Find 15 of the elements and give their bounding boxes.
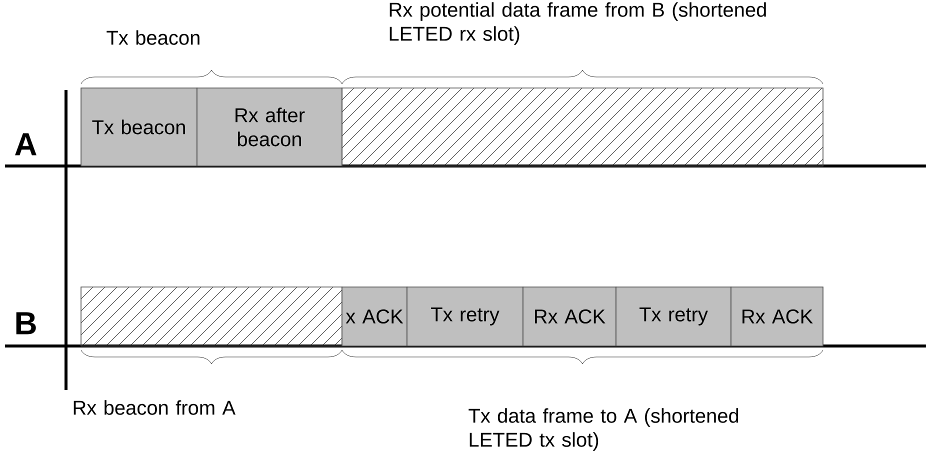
row-label: B bbox=[16, 312, 36, 334]
slot-box: Tx retry bbox=[406, 286, 524, 346]
brace-label: Tx beacon bbox=[106, 30, 200, 45]
slot-box: Rx ACK bbox=[730, 286, 824, 346]
slot-box: x ACK bbox=[342, 286, 408, 346]
hatched-slot bbox=[342, 88, 824, 166]
slot-box: Rx ACK bbox=[522, 286, 616, 346]
brace-label: Tx data frame to A (shortened LETED tx slot) bbox=[468, 408, 738, 451]
row-label: A bbox=[15, 133, 36, 156]
slot-box: Tx beacon bbox=[80, 88, 198, 166]
slot-box: Tx retry bbox=[616, 286, 732, 346]
hatched-slot bbox=[80, 286, 342, 346]
brace-label: Rx beacon from A bbox=[74, 400, 236, 415]
slot-box: Rx after beacon bbox=[196, 88, 342, 166]
brace-label: Rx potential data frame from B (shortened LETED rx slot) bbox=[390, 2, 766, 45]
